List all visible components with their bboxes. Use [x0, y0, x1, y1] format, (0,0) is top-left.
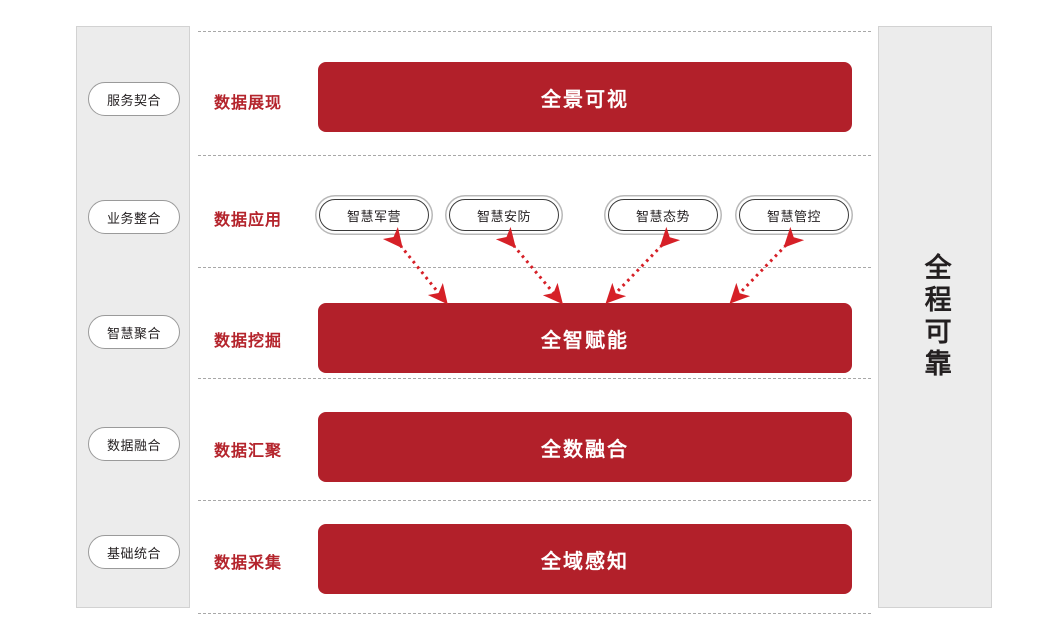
- arrow-smart-barracks: [382, 226, 448, 305]
- capability-pill-5-label: 基础统合: [106, 545, 161, 561]
- row-separator-bottom: [198, 613, 871, 614]
- red-bar-full-data-fusion-label: 全数融合: [541, 438, 629, 461]
- red-bar-full-data-fusion[interactable]: 全数融合: [318, 412, 852, 482]
- stage-label-data-collection: 数据采集: [214, 555, 283, 572]
- arrow-smart-management: [729, 226, 805, 304]
- app-pill-smart-management[interactable]: 智慧管控: [739, 199, 849, 231]
- row-separator-2: [198, 267, 871, 268]
- red-bar-full-intelligence-label: 全智赋能: [541, 329, 629, 352]
- app-pill-smart-barracks[interactable]: 智慧军营: [319, 199, 429, 231]
- stage-label-data-application: 数据应用: [214, 212, 283, 229]
- capability-pill-3[interactable]: 智慧聚合: [88, 315, 180, 349]
- row-separator-top: [198, 31, 871, 32]
- left-capability-panel: 服务契合 业务整合 智慧聚合 数据融合 基础统合: [76, 26, 190, 608]
- capability-pill-4[interactable]: 数据融合: [88, 427, 180, 461]
- app-pill-smart-situation-label: 智慧态势: [635, 208, 690, 224]
- app-pill-smart-security-label: 智慧安防: [476, 208, 531, 224]
- arrow-smart-security: [495, 226, 563, 305]
- red-bar-full-domain-sensing[interactable]: 全域感知: [318, 524, 852, 594]
- red-bar-panoramic-visibility-label: 全景可视: [541, 88, 629, 111]
- capability-pill-4-label: 数据融合: [106, 437, 161, 453]
- right-slogan-panel: 全程可靠: [878, 26, 992, 608]
- red-bar-full-domain-sensing-label: 全域感知: [541, 550, 629, 573]
- app-pill-smart-barracks-label: 智慧军营: [346, 208, 401, 224]
- stage-label-data-mining: 数据挖掘: [214, 333, 283, 350]
- app-pill-smart-situation[interactable]: 智慧态势: [608, 199, 718, 231]
- app-pill-smart-security[interactable]: 智慧安防: [449, 199, 559, 231]
- right-slogan-wrapper: 全程可靠: [879, 27, 991, 607]
- stage-label-data-aggregation: 数据汇聚: [214, 443, 283, 460]
- row-separator-1: [198, 155, 871, 156]
- capability-pill-5[interactable]: 基础统合: [88, 535, 180, 569]
- capability-pill-3-label: 智慧聚合: [106, 325, 161, 341]
- arrow-smart-situation: [605, 226, 681, 304]
- capability-pill-1[interactable]: 服务契合: [88, 82, 180, 116]
- capability-pill-2[interactable]: 业务整合: [88, 200, 180, 234]
- capability-pill-1-label: 服务契合: [106, 92, 161, 108]
- stage-label-data-presentation: 数据展现: [214, 95, 283, 112]
- red-bar-full-intelligence[interactable]: 全智赋能: [318, 303, 852, 373]
- red-bar-panoramic-visibility[interactable]: 全景可视: [318, 62, 852, 132]
- capability-pill-2-label: 业务整合: [106, 210, 161, 226]
- row-separator-3: [198, 378, 871, 379]
- row-separator-4: [198, 500, 871, 501]
- right-slogan-text: 全程可靠: [920, 253, 951, 381]
- app-pill-smart-management-label: 智慧管控: [766, 208, 821, 224]
